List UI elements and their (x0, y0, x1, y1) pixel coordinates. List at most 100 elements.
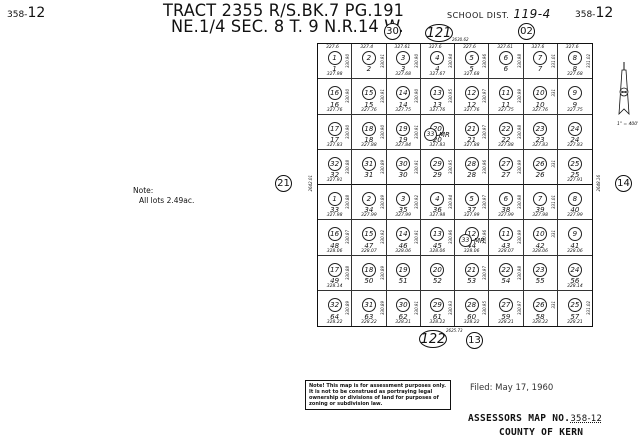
lots-note: Note: All lots 2.49ac. (133, 186, 194, 206)
map-ref-2[interactable]: 33 MR (459, 234, 485, 247)
parcel-number-circle: 28 (464, 156, 479, 171)
parcel-number-circle: 14 (396, 227, 411, 242)
lot-side-dimension: 330.89 (345, 300, 351, 315)
lot-number: 44 (467, 241, 477, 250)
lot-number: 58 (535, 313, 545, 321)
lot-number: 51 (398, 276, 408, 285)
lot-elevation: 327.76 (463, 107, 480, 113)
adjacent-map-north-right[interactable]: 02 (518, 23, 535, 40)
parcel-number-circle: 23 (533, 121, 548, 136)
lots-note-text: All lots 2.49ac. (139, 196, 195, 205)
parcel-number-circle: 17 (327, 121, 342, 136)
parcel-number-circle: 25 (567, 297, 582, 312)
lot-elevation: 328.21 (395, 320, 411, 325)
parcel-number-circle: 6 (498, 192, 513, 206)
adjacent-map-south-center[interactable]: 122 (419, 330, 447, 348)
lot-side-dimension: 330.91 (379, 89, 385, 104)
lot-number: 42 (535, 241, 545, 250)
lot-side-dimension: 331.01 (550, 54, 556, 68)
map-ref-1[interactable]: 33 MR (424, 128, 450, 141)
lot-side-dimension: 330.91 (413, 230, 419, 245)
lot-elevation: 327.67 (429, 72, 446, 78)
lot-elevation: 327.76 (532, 107, 548, 113)
adjacent-map-north-center[interactable]: 121 (425, 24, 453, 42)
adjacent-map-north-left[interactable]: 30 (384, 23, 401, 40)
adjacent-map-east[interactable]: 14 (615, 175, 632, 192)
lot-side-dimension: 330.90 (345, 124, 351, 139)
map-number-left: 358-12 (7, 5, 45, 21)
map-number-right-prefix: 358- (575, 10, 596, 20)
parcel-number-circle: 11 (498, 86, 513, 101)
adjacent-map-south-right[interactable]: 13 (466, 332, 483, 349)
lot-elevation: 328.06 (429, 248, 446, 254)
lot-number: 7 (537, 65, 543, 74)
lot-side-dimension: 330.91 (413, 300, 419, 315)
adjacent-map-west[interactable]: 21 (275, 175, 292, 192)
lot-elevation: 327.91 (326, 178, 343, 183)
lot-elevation: 327.99 (567, 213, 583, 219)
